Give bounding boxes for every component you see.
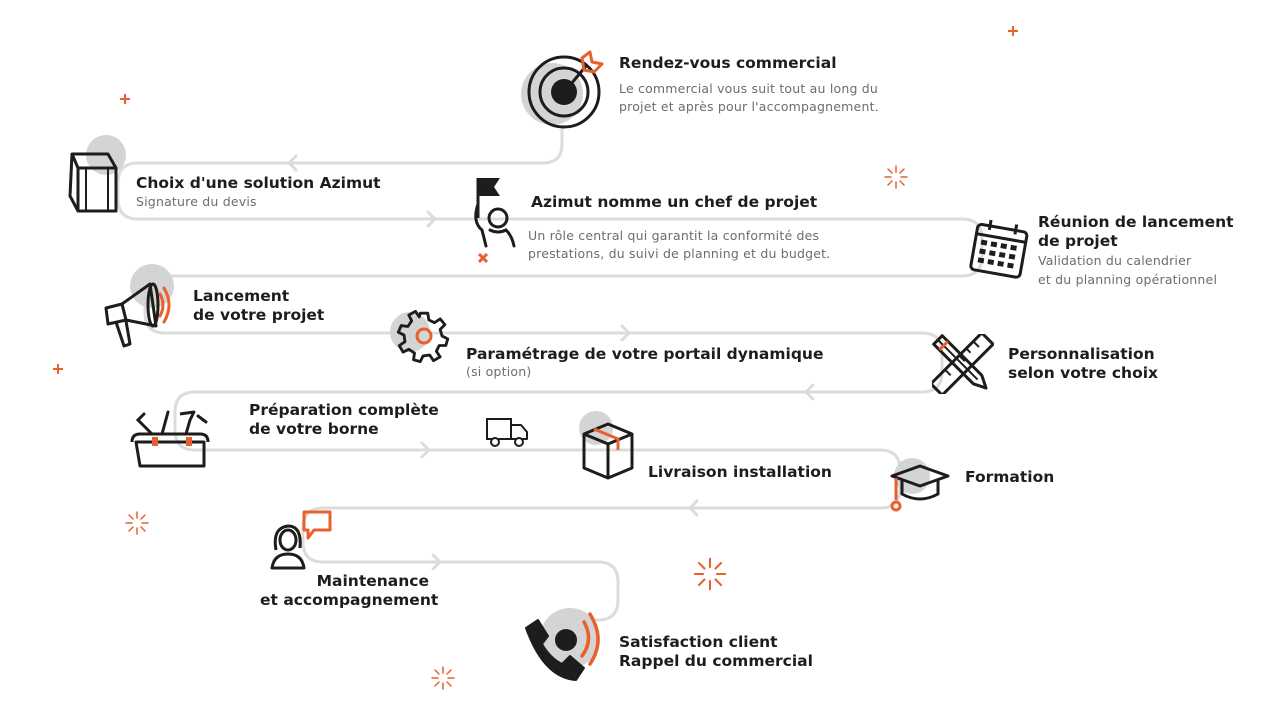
sparkle-icon (884, 165, 908, 189)
truck-icon (486, 418, 528, 447)
step-title: Formation (965, 468, 1055, 486)
step-title: Satisfaction client (619, 633, 778, 651)
step-description: projet et après pour l'accompagnement. (619, 99, 879, 114)
step-description: Un rôle central qui garantit la conformi… (528, 228, 820, 243)
gear-icon (390, 310, 450, 364)
toolbox-icon (130, 410, 210, 468)
step-title: de votre borne (249, 420, 379, 438)
step-title: de votre projet (193, 306, 325, 324)
step-title: Rappel du commercial (619, 652, 813, 670)
step-title: Réunion de lancement (1038, 213, 1234, 231)
calendar-icon (969, 219, 1029, 279)
plus-icon (120, 94, 130, 104)
plus-icon (1008, 26, 1018, 36)
step-title: Lancement (193, 287, 290, 305)
graduation-cap-icon (890, 458, 950, 512)
step-description: prestations, du suivi de planning et du … (528, 246, 831, 261)
step-description: Signature du devis (136, 194, 257, 209)
support-agent-icon (270, 510, 332, 570)
step-description: et du planning opérationnel (1038, 272, 1218, 287)
step-title: selon votre choix (1008, 364, 1159, 382)
step-title: Choix d'une solution Azimut (136, 174, 381, 192)
phone-icon (525, 608, 600, 681)
step-title: Paramétrage de votre portail dynamique (466, 345, 824, 363)
project-manager-icon (474, 178, 516, 264)
step-title: Rendez-vous commercial (619, 54, 837, 72)
ruler-pencil-icon (932, 334, 994, 394)
step-title: Personnalisation (1008, 345, 1155, 363)
kiosk-icon (68, 135, 126, 213)
megaphone-icon (104, 264, 174, 348)
step-title: Maintenance (316, 572, 429, 590)
sparkle-icon (431, 666, 455, 690)
step-description: Validation du calendrier (1038, 253, 1192, 268)
target-icon (521, 50, 604, 129)
box-icon (579, 411, 634, 480)
sparkle-icon (693, 557, 727, 591)
plus-icon (53, 364, 63, 374)
step-description: (si option) (466, 364, 532, 379)
step-title: Livraison installation (648, 463, 832, 481)
sparkle-icon (125, 511, 149, 535)
step-title: Préparation complète (249, 401, 439, 419)
step-title: Azimut nomme un chef de projet (531, 193, 818, 211)
step-title: et accompagnement (260, 591, 439, 609)
step-description: Le commercial vous suit tout au long du (619, 81, 879, 96)
step-title: de projet (1038, 232, 1118, 250)
